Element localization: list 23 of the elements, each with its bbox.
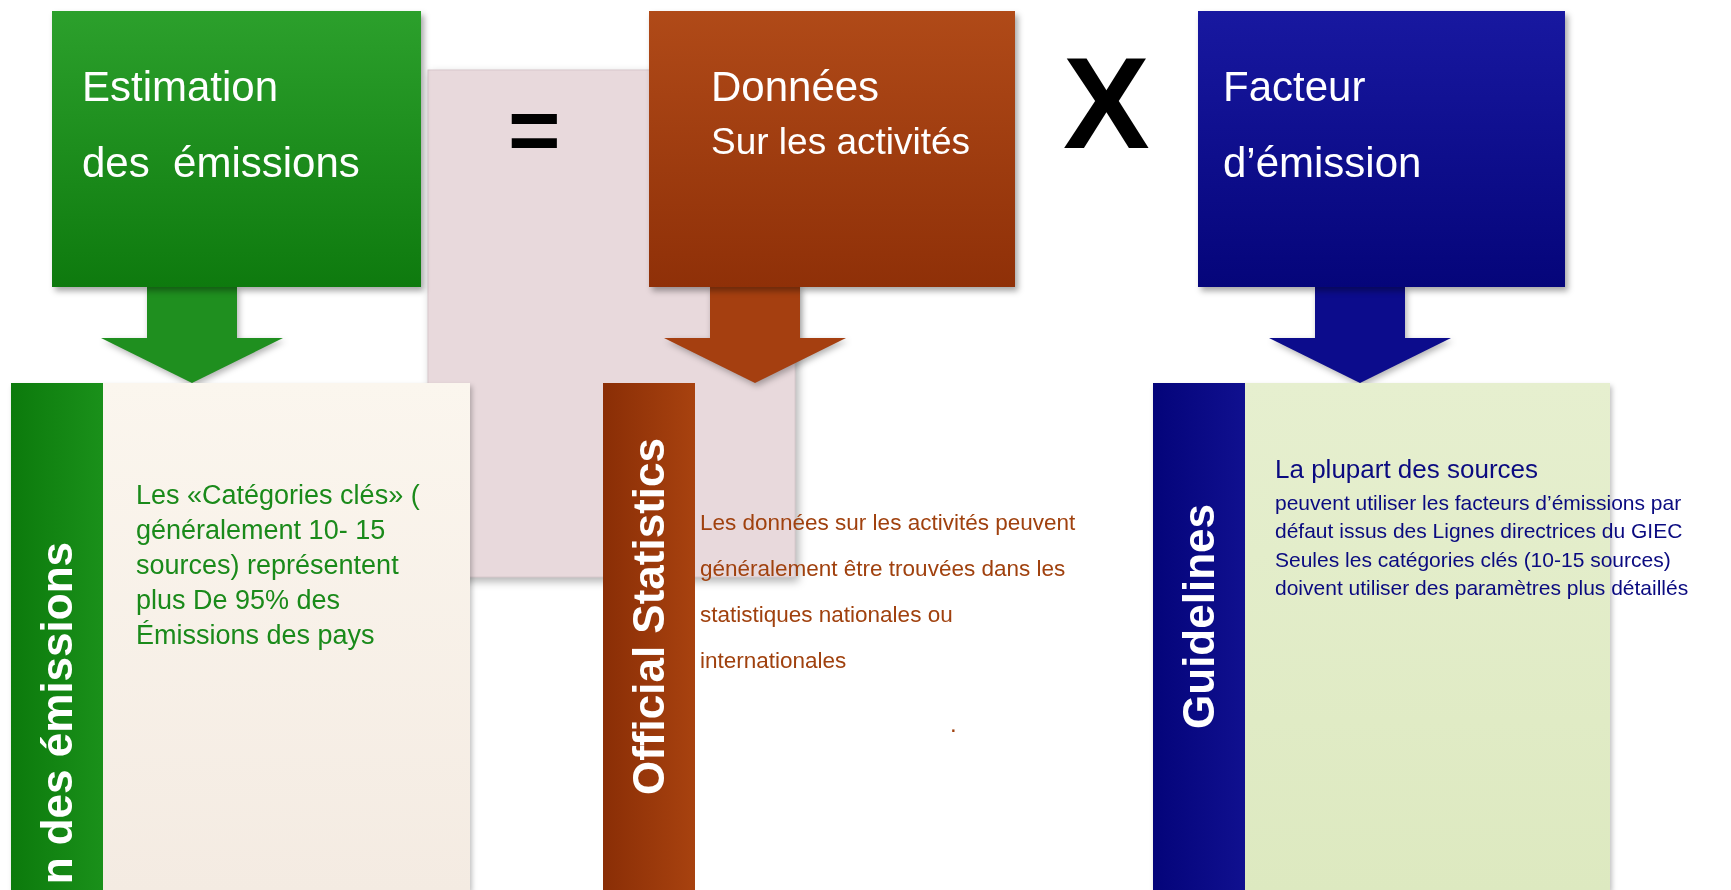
body-text: peuvent utiliser les facteurs d’émissions par défaut issus des Lignes directrices du GIEC Seules les catégories clés (10-15 sources) doivent utiliser des paramètres plus détaillés [1275,490,1690,602]
equals-sign: = [508,85,561,175]
block-arrow [101,287,283,383]
heading-text: Sur les activités [711,121,971,163]
block-arrow [664,287,846,383]
block-arrow [1269,287,1451,383]
heading-text: Facteur [1223,63,1366,111]
heading-text: des émissions [82,139,360,187]
vertical-title: n des émissions [35,541,79,884]
heading-box [1198,11,1565,287]
heading-text: Données [711,63,880,111]
heading-text: Estimation [82,63,279,111]
stray-dot: . [950,712,957,736]
body-text: Les «Catégories clés» ( généralement 10- 15 sources) représentent plus De 95% des Émissions des pays [136,479,421,653]
vertical-title: Guidelines [1177,504,1221,729]
body-text: La plupart des sources [1275,453,1540,486]
heading-text: d’émission [1223,139,1422,187]
body-text: Les données sur les activités peuvent généralement être trouvées dans les statistiques nationales ou internationales [700,509,1077,676]
heading-box [52,11,421,287]
heading-box [649,11,1015,287]
text-panel [11,383,470,890]
multiply-sign: X [1063,38,1150,168]
vertical-title: Official Statistics [627,438,671,795]
